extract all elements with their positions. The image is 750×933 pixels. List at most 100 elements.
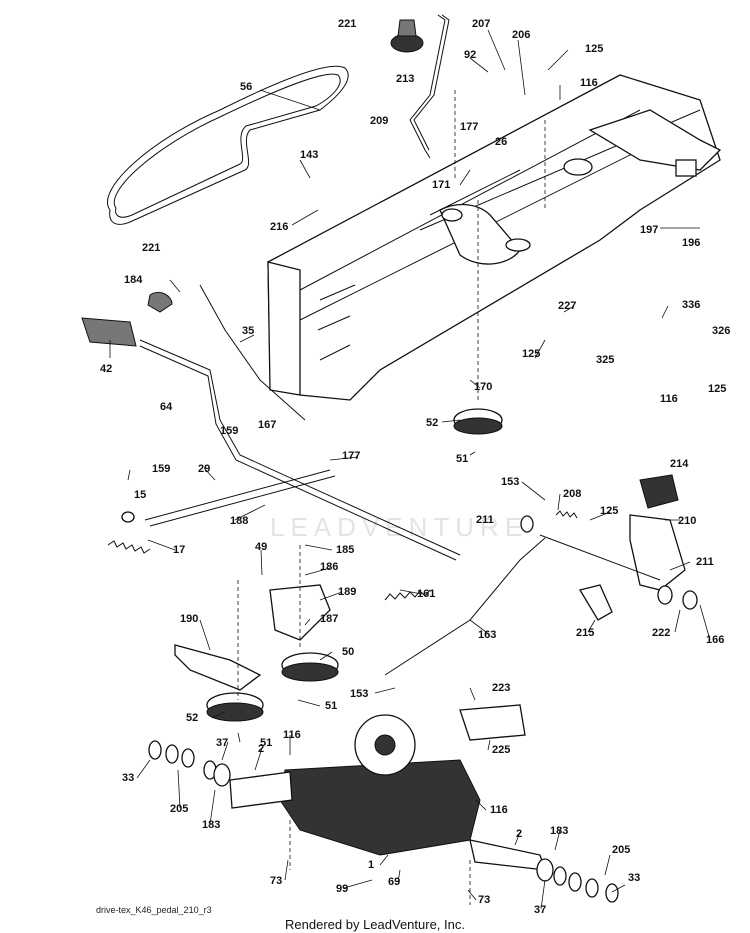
pulleys: [206, 408, 503, 722]
callout-label: 51: [325, 700, 337, 712]
shift-lever: [409, 14, 450, 159]
callout-label: 207: [472, 18, 490, 30]
callout-label: 99: [336, 883, 348, 895]
callout-label: 196: [682, 237, 700, 249]
callout-label: 227: [558, 300, 576, 312]
cap: [147, 291, 173, 313]
grip: [81, 317, 137, 347]
render-credit: Rendered by LeadVenture, Inc.: [285, 917, 465, 932]
callout-label: 325: [596, 354, 614, 366]
callout-label: 186: [320, 561, 338, 573]
callout-label: 197: [640, 224, 658, 236]
callout-label: 159: [152, 463, 170, 475]
callout-label: 167: [258, 419, 276, 431]
callout-label: 185: [336, 544, 354, 556]
callout-label: 216: [270, 221, 288, 233]
shift-knob: [390, 19, 424, 53]
callout-label: 1: [368, 859, 374, 871]
tractor-frame: [267, 74, 722, 401]
transaxle: [229, 714, 546, 871]
callout-label: 50: [342, 646, 354, 658]
callout-label: 49: [255, 541, 267, 553]
callout-label: 153: [501, 476, 519, 488]
callout-label: 161: [417, 588, 435, 600]
callout-label: 73: [478, 894, 490, 906]
pedal-assembly: [539, 474, 686, 621]
callout-label: 33: [122, 772, 134, 784]
callout-label: 51: [260, 737, 272, 749]
callout-label: 37: [534, 904, 546, 916]
leader-lines: [109, 29, 711, 910]
callout-label: 116: [283, 729, 301, 741]
callout-label: 205: [612, 844, 630, 856]
callout-label: 52: [186, 712, 198, 724]
callout-label: 171: [432, 179, 450, 191]
callout-label: 37: [216, 737, 228, 749]
callout-label: 33: [628, 872, 640, 884]
callout-labels: 221 207 206 125 92 213 56 116 177 26 209…: [100, 18, 730, 916]
callout-label: 183: [550, 825, 568, 837]
callout-label: 92: [464, 49, 476, 61]
callout-label: 336: [682, 299, 700, 311]
callout-label: 17: [173, 544, 185, 556]
callout-label: 69: [388, 876, 400, 888]
washers: [121, 511, 698, 903]
callout-label: 15: [134, 489, 146, 501]
callout-label: 125: [708, 383, 726, 395]
callout-label: 163: [478, 629, 496, 641]
watermark: LEADVENTURE: [270, 512, 529, 542]
callout-label: 2: [258, 743, 264, 755]
callout-label: 56: [240, 81, 252, 93]
callout-label: 222: [652, 627, 670, 639]
callout-label: 159: [220, 425, 238, 437]
callout-label: 210: [678, 515, 696, 527]
callout-label: 206: [512, 29, 530, 41]
rods: [139, 284, 546, 676]
callout-label: 170: [474, 381, 492, 393]
callout-label: 211: [476, 514, 494, 526]
callout-label: 177: [342, 450, 360, 462]
callout-label: 215: [576, 627, 594, 639]
callout-label: 221: [338, 18, 356, 30]
callout-label: 184: [124, 274, 143, 286]
springs: [107, 510, 578, 601]
callout-label: 116: [580, 77, 598, 89]
drawing-code: drive-tex_K46_pedal_210_r3: [96, 905, 212, 915]
callout-label: 189: [338, 586, 356, 598]
callout-label: 190: [180, 613, 198, 625]
callout-label: 42: [100, 363, 112, 375]
callout-label: 188: [230, 515, 248, 527]
callout-label: 209: [370, 115, 388, 127]
callout-label: 29: [198, 463, 210, 475]
callout-label: 211: [696, 556, 714, 568]
callout-label: 205: [170, 803, 188, 815]
alignment-lines: [237, 90, 546, 905]
callout-label: 51: [456, 453, 468, 465]
callout-label: 2: [516, 828, 522, 840]
plates: [174, 584, 526, 741]
callout-label: 116: [490, 804, 508, 816]
callout-label: 125: [600, 505, 618, 517]
callout-label: 183: [202, 819, 220, 831]
callout-label: 125: [585, 43, 603, 55]
callout-label: 187: [320, 613, 338, 625]
callout-label: 214: [670, 458, 689, 470]
callout-label: 177: [460, 121, 478, 133]
callout-label: 153: [350, 688, 368, 700]
callout-label: 223: [492, 682, 510, 694]
callout-label: 326: [712, 325, 730, 337]
callout-label: 125: [522, 348, 540, 360]
callout-label: 26: [495, 136, 507, 148]
callout-label: 225: [492, 744, 510, 756]
callout-label: 221: [142, 242, 160, 254]
callout-label: 116: [660, 393, 678, 405]
callout-label: 208: [563, 488, 581, 500]
callout-label: 166: [706, 634, 724, 646]
callout-label: 52: [426, 417, 438, 429]
callout-label: 143: [300, 149, 318, 161]
callout-label: 35: [242, 325, 254, 337]
callout-label: 213: [396, 73, 414, 85]
callout-label: 64: [160, 401, 173, 413]
drive-belt: [107, 65, 349, 225]
